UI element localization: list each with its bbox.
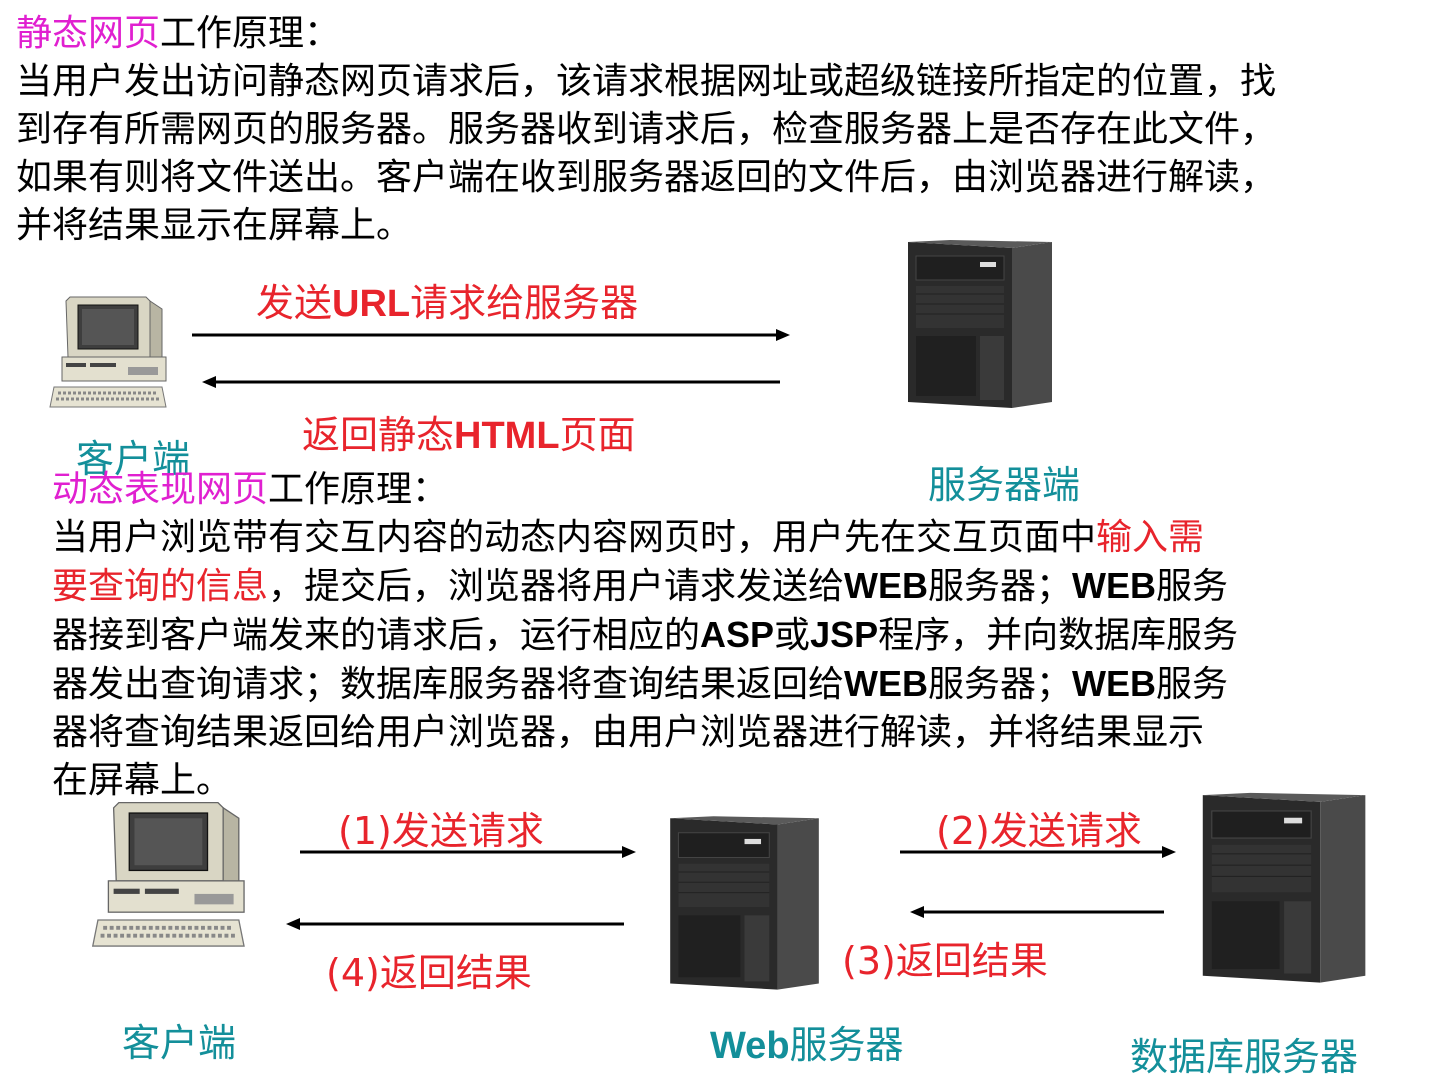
dynamic-paragraph: 当用户浏览带有交互内容的动态内容网页时，用户先在交互页面中输入需 要查询的信息，…: [52, 514, 1238, 805]
text-run: 当用户浏览带有交互内容的动态内容网页时，用户先在交互页面中: [52, 517, 1097, 558]
desktop-computer-icon: [49, 296, 167, 408]
text-run: WEB: [844, 565, 929, 606]
dynamic-client-label: 客户端: [122, 1021, 237, 1065]
emphasis-text: 输入需: [1096, 517, 1205, 558]
dynamic-heading-rest: 工作原理：: [268, 469, 449, 510]
static-paragraph-line: 如果有则将文件送出。客户端在收到服务器返回的文件后，由浏览器进行解读，: [16, 157, 1277, 198]
request-label: 发送URL请求给服务器: [256, 272, 638, 327]
step1-label: (1)发送请求: [338, 809, 544, 853]
step4-arrow: [286, 918, 624, 930]
text-run: WEB: [1072, 565, 1157, 606]
dynamic-paragraph-line: 在屏幕上。: [52, 760, 233, 801]
static-heading-rest: 工作原理：: [160, 13, 341, 54]
step2-label: (2)发送请求: [936, 809, 1142, 853]
web-server-label-en: Web: [710, 1025, 790, 1067]
step4-label: (4)返回结果: [326, 951, 532, 995]
text-run: ASP: [700, 614, 775, 655]
static-heading: 静态网页工作原理：: [16, 10, 340, 58]
text-run: WEB: [844, 663, 929, 704]
response-label: 返回静态HTML页面: [302, 404, 636, 459]
static-paragraph-line: 并将结果显示在屏幕上。: [16, 205, 413, 246]
web-server-label: Web服务器: [710, 1014, 904, 1069]
text-run: 服务器；: [928, 566, 1073, 607]
text-run: 服务器；: [928, 664, 1073, 705]
text-run: 或: [774, 615, 811, 656]
text-run: 服务: [1156, 566, 1229, 607]
response-label-en: HTML: [454, 415, 560, 457]
text-run: 服务: [1156, 664, 1229, 705]
dynamic-paragraph-line: 器将查询结果返回给用户浏览器，由用户浏览器进行解读，并将结果显示: [52, 712, 1205, 753]
step1-arrow: [300, 846, 636, 858]
dynamic-heading-highlight: 动态表现网页: [52, 469, 269, 510]
dynamic-paragraph-line: 要查询的信息，提交后，浏览器将用户请求发送给WEB服务器；WEB服务: [52, 562, 1238, 611]
response-arrow: [202, 376, 780, 388]
response-label-pre: 返回静态: [302, 413, 455, 457]
text-run: 器发出查询请求；数据库服务器将查询结果返回给: [52, 664, 845, 705]
text-run: 程序，并向数据库服务: [878, 615, 1239, 656]
static-paragraph: 当用户发出访问静态网页请求后，该请求根据网址或超级链接所指定的位置，找 到存有所…: [16, 58, 1276, 250]
text-run: 器接到客户端发来的请求后，运行相应的: [52, 615, 701, 656]
dynamic-paragraph-line: 器发出查询请求；数据库服务器将查询结果返回给WEB服务器；WEB服务: [52, 660, 1238, 709]
step3-arrow: [910, 906, 1164, 918]
text-run: JSP: [810, 614, 879, 655]
request-label-post: 请求给服务器: [410, 281, 639, 325]
static-client-label: 客户端: [76, 437, 191, 481]
desktop-computer-icon: [91, 801, 245, 947]
step2-arrow: [900, 846, 1176, 858]
request-label-en: URL: [332, 283, 411, 325]
web-server-label-zh: 服务器: [789, 1023, 904, 1067]
dynamic-paragraph-line: 当用户浏览带有交互内容的动态内容网页时，用户先在交互页面中输入需: [52, 514, 1238, 562]
text-run: WEB: [1072, 663, 1157, 704]
tower-server-icon: [670, 816, 819, 990]
dynamic-paragraph-line: 器接到客户端发来的请求后，运行相应的ASP或JSP程序，并向数据库服务: [52, 611, 1238, 660]
step3-label: (3)返回结果: [842, 939, 1048, 983]
static-paragraph-line: 当用户发出访问静态网页请求后，该请求根据网址或超级链接所指定的位置，找: [16, 61, 1277, 102]
text-run: ，提交后，浏览器将用户请求发送给: [268, 566, 845, 607]
dynamic-heading: 动态表现网页工作原理：: [52, 466, 448, 514]
static-heading-highlight: 静态网页: [16, 13, 161, 54]
static-paragraph-line: 到存有所需网页的服务器。服务器收到请求后，检查服务器上是否存在此文件，: [16, 109, 1277, 150]
tower-server-icon: [1202, 792, 1366, 983]
static-server-label: 服务器端: [928, 463, 1081, 507]
response-label-post: 页面: [559, 413, 636, 457]
emphasis-text: 要查询的信息: [52, 566, 269, 607]
request-label-pre: 发送: [256, 281, 333, 325]
tower-server-icon: [908, 240, 1052, 408]
request-arrow: [192, 329, 790, 341]
db-server-label: 数据库服务器: [1130, 1035, 1359, 1079]
